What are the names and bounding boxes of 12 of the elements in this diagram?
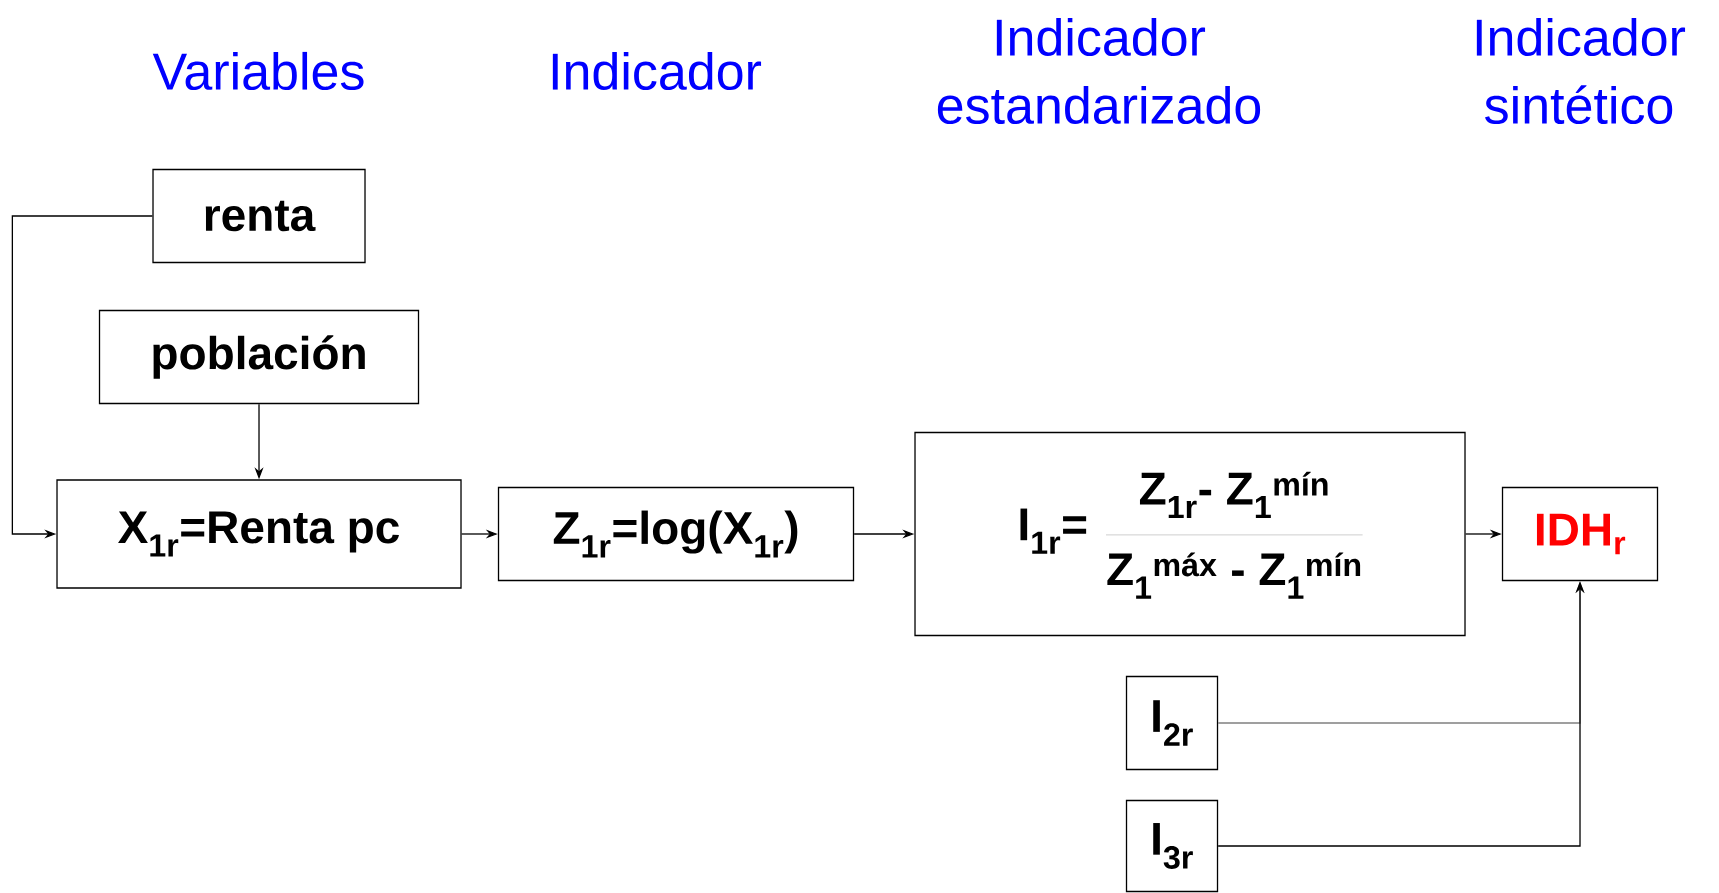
- column-heading: Indicador: [552, 51, 762, 91]
- process-box: Z$_{1r}$=log(X$_{1r}$): [497, 486, 855, 582]
- formula-box: I$_{1r}$= Z$_{1r}$- Z$_{1}$mín Z$_{1}$$^{máx}$ - Z$_{1}$mín: [914, 431, 1466, 637]
- process-box: X$_{1r}$=Renta pc: [56, 479, 462, 589]
- process-box: IDH$_{r}$: [1501, 486, 1659, 582]
- process-box: renta: [152, 168, 366, 264]
- process-box: I$_{3r}$: [1125, 799, 1219, 893]
- column-heading: Indicador estandarizado: [937, 17, 1261, 125]
- column-heading: Indicador sintético: [1476, 17, 1686, 125]
- process-box: población: [98, 309, 420, 405]
- process-box: I$_{2r}$: [1125, 675, 1219, 771]
- column-heading: Variables: [152, 51, 364, 91]
